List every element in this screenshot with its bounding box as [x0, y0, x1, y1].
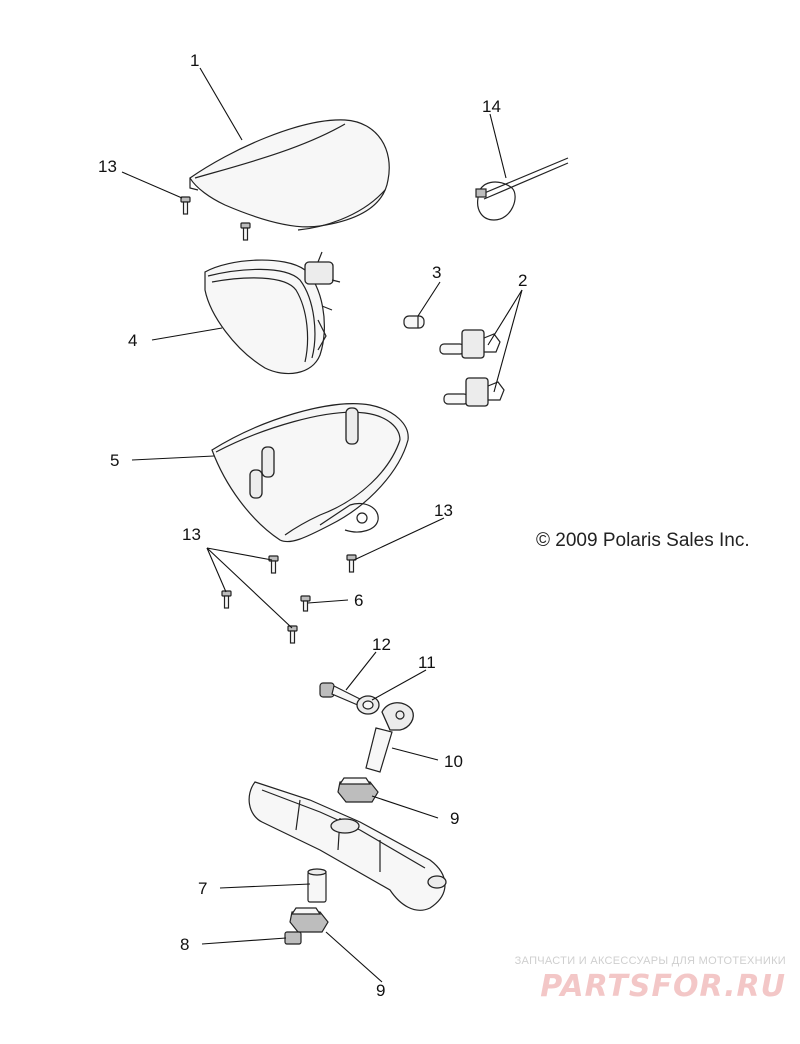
- callout-8: 8: [180, 935, 189, 954]
- callout-1: 1: [190, 51, 199, 70]
- callout-4: 4: [128, 331, 137, 350]
- part-9-grommet-lower: [289, 907, 329, 933]
- part-8-nut: [284, 931, 302, 945]
- screw-13-bottom: [287, 625, 298, 644]
- part-4-headlight-assembly: [204, 251, 341, 375]
- part-12-bolt: [319, 682, 363, 707]
- screw-13-mid-left: [268, 555, 279, 574]
- callout-2: 2: [518, 271, 527, 290]
- part-5-headlight-housing: [211, 403, 409, 543]
- callout-labels: 1 13 14 3 2 4 5 13 13 6 12 11 10 9 7 8 9: [98, 51, 527, 1000]
- screw-13-far-left: [221, 590, 232, 609]
- watermark: ЗАПЧАСТИ И АКСЕССУАРЫ ДЛЯ МОТОТЕХНИКИ PA…: [466, 955, 786, 1004]
- callout-9-lower: 9: [376, 981, 385, 1000]
- part-2-headlight-bulb-upper: [439, 329, 501, 359]
- callout-13-right: 13: [434, 501, 453, 520]
- mounting-bar: [248, 781, 447, 911]
- screw-6: [300, 595, 311, 612]
- screw-13-upper-left: [180, 196, 191, 215]
- callout-14: 14: [482, 97, 501, 116]
- part-11-bushing: [356, 695, 380, 715]
- part-14-cable-tie: [475, 157, 569, 221]
- leader-lines: [121, 67, 523, 983]
- copyright-notice: © 2009 Polaris Sales Inc.: [536, 530, 750, 551]
- part-3-small-bulb: [403, 315, 425, 329]
- callout-3: 3: [432, 263, 441, 282]
- callout-10: 10: [444, 752, 463, 771]
- part-10-mount-bracket: [365, 702, 414, 773]
- callout-13-upper: 13: [98, 157, 117, 176]
- part-7-spacer: [307, 868, 327, 903]
- callout-5: 5: [110, 451, 119, 470]
- watermark-tagline: ЗАПЧАСТИ И АКСЕССУАРЫ ДЛЯ МОТОТЕХНИКИ: [514, 955, 786, 967]
- callout-11: 11: [418, 653, 436, 672]
- part-2-headlight-bulb-lower: [443, 377, 505, 407]
- callout-13-left: 13: [182, 525, 201, 544]
- part-9-grommet-upper: [337, 777, 379, 803]
- screw-13-upper-center: [240, 222, 251, 241]
- watermark-brand: PARTSFOR.RU: [540, 969, 786, 1004]
- part-1-headlight-cover: [189, 119, 390, 231]
- callout-9-upper: 9: [450, 809, 459, 828]
- callout-12: 12: [372, 635, 391, 654]
- screw-13-mid-right: [346, 554, 357, 573]
- callout-7: 7: [198, 879, 207, 898]
- callout-6: 6: [354, 591, 363, 610]
